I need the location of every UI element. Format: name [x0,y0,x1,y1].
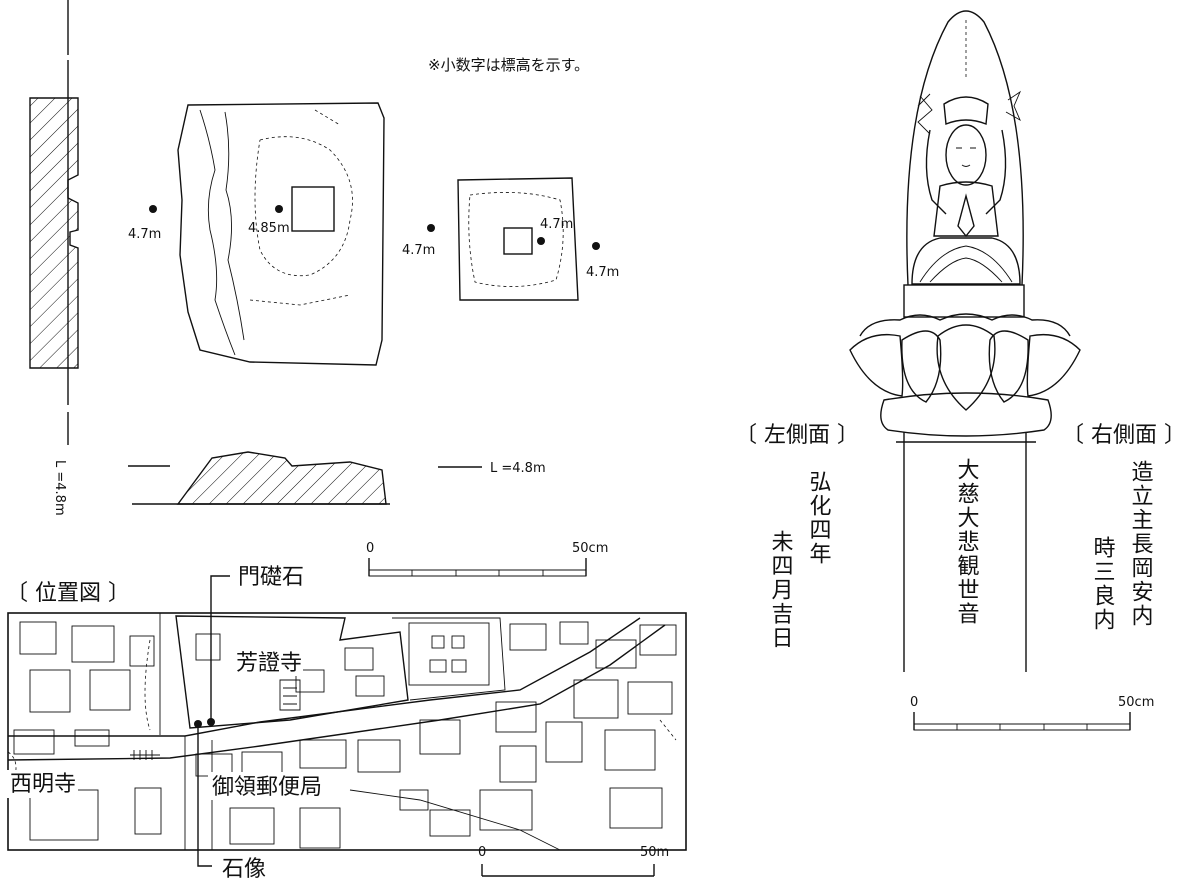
left-inscription-col2: 未四月吉日 [768,530,794,650]
kannon-statue-drawing: 〔 左側面 〕 〔 右側面 〕 大慈大悲観世音 弘化四年 未四月吉日 造立主長岡… [735,10,1186,731]
large-stone-socket [291,186,335,232]
stone-plan-group: 4.7m 4.85m 4.7m 4.7m 4.7m ※小数字は標高を示す。 L … [29,0,619,577]
map-frame [7,612,687,851]
elevation-label-4: 4.7m [540,217,573,232]
elevation-label-2: 4.85m [248,221,290,236]
statue-mandorla [906,10,1024,286]
svg-text:50cm: 50cm [572,541,608,556]
stone-section-profile [176,451,387,505]
elevation-label-1: 4.7m [128,227,161,242]
svg-text:0: 0 [366,541,374,556]
right-inscription-col1: 造立主長岡安内 [1128,460,1153,628]
elevation-label-5: 4.7m [586,265,619,280]
elevation-label-3: 4.7m [402,243,435,258]
label-post-office: 御領郵便局 [212,775,322,800]
left-side-heading: 〔 左側面 〕 [735,423,859,448]
left-inscription-col1: 弘化四年 [806,470,832,566]
label-saimyo-temple: 西明寺 [10,772,76,797]
statue-shaft [896,432,1036,672]
label-gate-stones: 門礎石 [238,565,304,590]
statue-scale-bar: 0 50cm [910,695,1154,731]
svg-text:50cm: 50cm [1118,695,1154,710]
stone-scale-bar: 0 50cm [366,541,608,577]
lotus-pedestal [849,313,1081,437]
svg-text:50m: 50m [640,845,669,860]
svg-text:0: 0 [478,845,486,860]
right-side-heading: 〔 右側面 〕 [1062,423,1186,448]
map-title: 〔 位置図 〕 [6,581,130,606]
elevation-note: ※小数字は標高を示す。 [428,56,589,74]
small-stone-outline [457,177,579,301]
label-hosho-temple: 芳證寺 [236,651,302,676]
svg-text:0: 0 [910,695,918,710]
kannon-figure [911,90,1022,285]
right-inscription-col2: 時三良内 [1090,536,1115,632]
level-label-section: L =4.8m [490,461,546,476]
label-statue: 石像 [222,857,266,882]
large-stone-outline [177,102,385,366]
stone-side-profile [29,97,79,369]
location-map: 〔 位置図 〕 [6,565,687,882]
level-label-vertical: L =4.8m [52,460,67,516]
small-stone-socket [503,227,533,255]
map-scale-bar: 0 50m [478,845,669,877]
front-inscription: 大慈大悲観世音 [954,458,980,626]
